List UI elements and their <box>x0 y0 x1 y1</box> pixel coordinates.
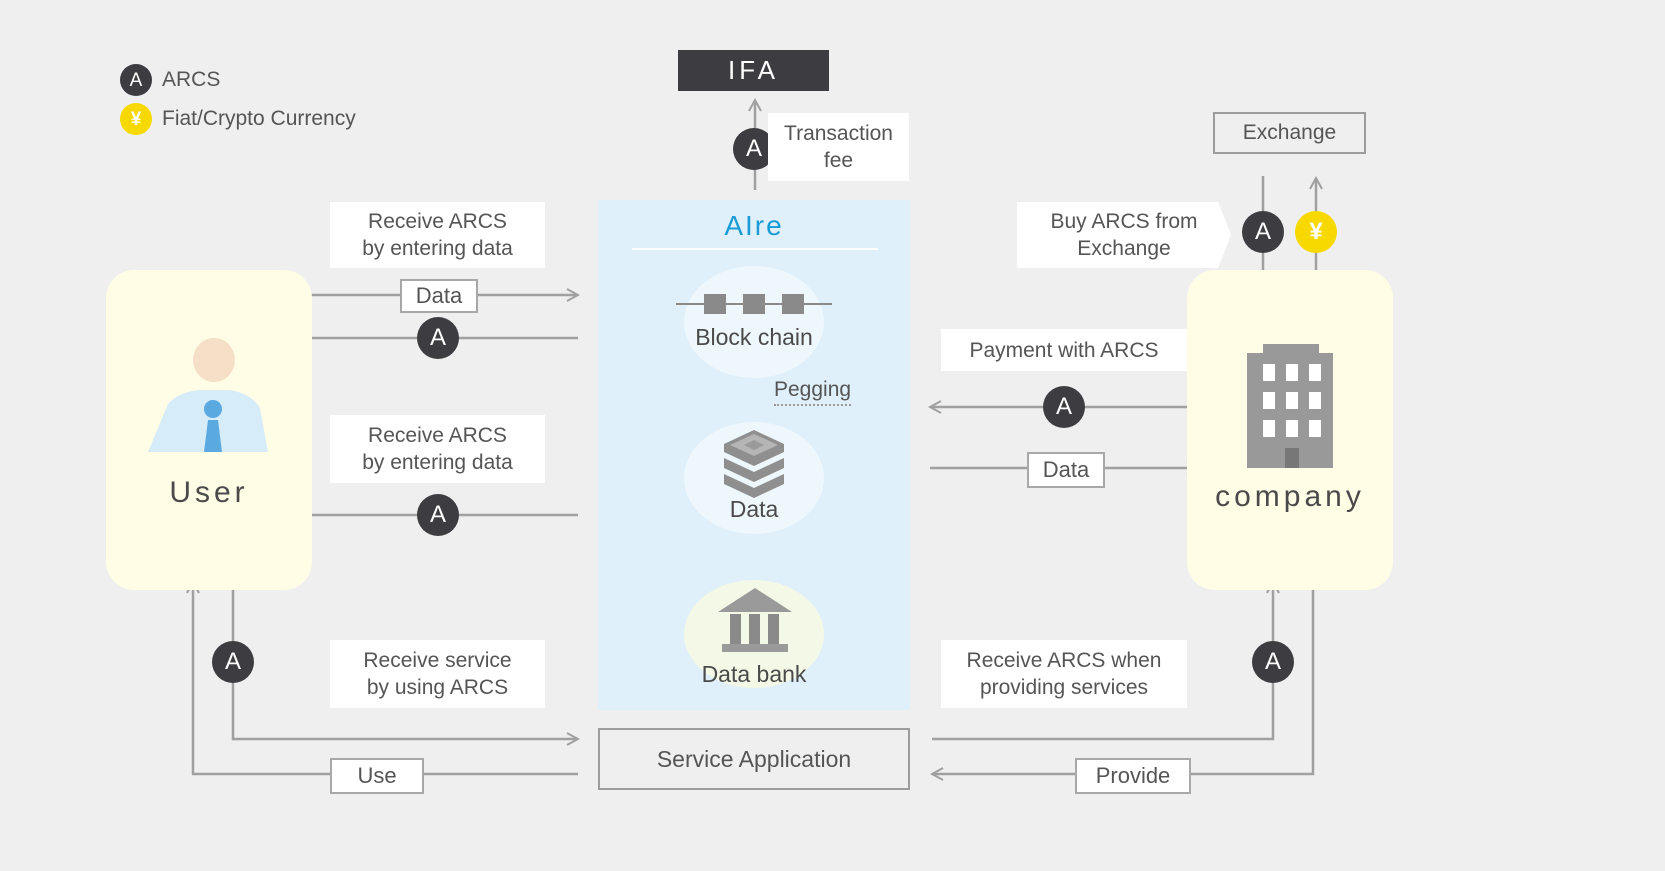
user-actor: User <box>106 270 312 590</box>
arcs-token-icon: A <box>417 494 459 536</box>
user-data-note-2: Receive ARCS by entering data <box>330 415 545 483</box>
blockchain-label: Block chain <box>695 324 813 350</box>
arcs-token-icon: A <box>1043 386 1085 428</box>
platform-title: AIre <box>724 210 784 241</box>
user-service-note: Receive service by using ARCS <box>330 640 545 708</box>
title-underline <box>632 248 878 250</box>
user-data-tag: Data <box>400 279 478 313</box>
user-person-icon <box>148 338 268 452</box>
blockchain-bubble <box>684 266 824 378</box>
buy-arcs-note: Buy ARCS from Exchange <box>1017 202 1231 268</box>
bank-building-icon <box>718 588 792 652</box>
office-building-icon <box>1247 344 1333 468</box>
arcs-token-icon: A <box>212 641 254 683</box>
fiat-currency-icon: ¥ <box>1295 211 1337 253</box>
service-application-node: Service Application <box>598 728 910 790</box>
arcs-token-icon: A <box>1242 211 1284 253</box>
arcs-token-icon: A <box>1252 641 1294 683</box>
legend-item-fiat: ¥ Fiat/Crypto Currency <box>120 103 356 135</box>
arcs-token-icon: A <box>120 64 152 96</box>
pegging-label: Pegging <box>774 378 852 406</box>
ifa-label: IFA <box>727 55 779 85</box>
exchange-node: Exchange <box>1213 112 1366 154</box>
legend-item-arcs: A ARCS <box>120 64 220 96</box>
company-payment-note: Payment with ARCS <box>941 329 1187 371</box>
service-application-label: Service Application <box>656 745 852 772</box>
exchange-label: Exchange <box>1242 121 1337 144</box>
aire-platform: AIre Block chain Pegging Data Data bank <box>598 200 910 710</box>
databank-label: Data bank <box>701 661 807 687</box>
company-data-tag: Data <box>1027 452 1105 488</box>
use-tag: Use <box>330 758 424 794</box>
company-label: company <box>1215 480 1365 513</box>
user-label: User <box>169 476 249 509</box>
company-provide-note: Receive ARCS when providing services <box>941 640 1187 708</box>
provide-tag: Provide <box>1075 758 1191 794</box>
fiat-currency-icon: ¥ <box>120 103 152 135</box>
ifa-node: IFA <box>678 50 829 91</box>
legend-label: Fiat/Crypto Currency <box>162 107 356 130</box>
legend-label: ARCS <box>162 68 221 91</box>
server-database-icon <box>724 430 784 498</box>
blockchain-icon <box>676 294 832 314</box>
data-label: Data <box>729 496 779 522</box>
company-actor: company <box>1187 270 1393 590</box>
transaction-fee-note: Transaction fee <box>768 113 909 181</box>
arcs-token-icon: A <box>417 317 459 359</box>
user-data-note: Receive ARCS by entering data <box>330 202 545 268</box>
